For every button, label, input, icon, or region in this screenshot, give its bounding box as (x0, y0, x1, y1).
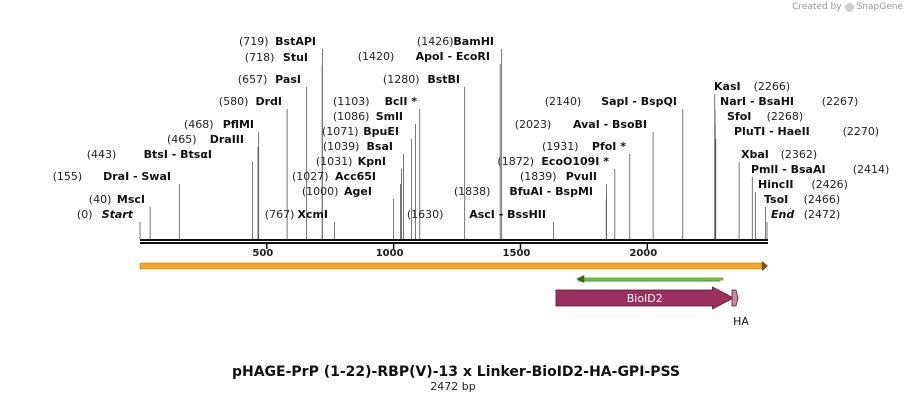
site-position-label: (2023) (515, 118, 552, 131)
site-name-label: PfoI * (592, 140, 626, 153)
site-name-label: Start (102, 208, 134, 221)
site-name-label: KpnI (358, 155, 386, 168)
site-name-label: DraIII (210, 133, 244, 146)
site-name-label: MscI (117, 193, 145, 206)
site-name-label: TsoI (764, 193, 788, 206)
scale-tick-label: 2000 (629, 248, 657, 259)
site-name-label: HincII (758, 178, 794, 191)
ha-feature: HA (731, 289, 749, 328)
site-name-label: SapI - BspQI (601, 95, 677, 108)
site-position-label: (465) (167, 133, 197, 146)
site-position-label: (2268) (767, 110, 804, 123)
site-name-label: Acc65I (335, 170, 376, 183)
site-name-label: PvuII (566, 170, 597, 183)
site-name-label: AscI - BssHII (469, 208, 546, 221)
full-length-feature (139, 261, 768, 271)
site-position-label: (719) (239, 35, 269, 48)
site-position-label: (1630) (407, 208, 444, 221)
site-position-label: (40) (89, 193, 112, 206)
site-position-label: (1872) (497, 155, 534, 168)
site-position-label: (1000) (302, 185, 339, 198)
site-position-label: (2414) (853, 163, 890, 176)
site-name-label: BpuEI (363, 125, 399, 138)
site-name-label: PasI (275, 73, 301, 86)
site-name-label: XcmI (297, 208, 328, 221)
site-name-label: StuI (283, 51, 308, 64)
site-name-label: PmlI - BsaAI (751, 163, 826, 176)
site-position-label: (1103) (333, 95, 370, 108)
site-position-label: (468) (184, 118, 214, 131)
site-position-label: (2472) (804, 208, 841, 221)
scale-tick-label: 1000 (376, 248, 404, 259)
scale-tick-label: 500 (252, 248, 273, 259)
site-position-label: (767) (265, 208, 295, 221)
site-position-label: (2140) (545, 95, 582, 108)
site-position-label: (2270) (843, 125, 880, 138)
snapgene-credit: Created by SnapGene (792, 2, 903, 12)
site-position-label: (1426) (417, 35, 454, 48)
snapgene-logo-icon (844, 2, 854, 12)
site-position-label: (443) (87, 148, 117, 161)
restriction-sites: Start (0) MscI (40) DraI - SwaI (155) BtsI - B… (53, 35, 890, 239)
sequence-length-label: 2472 bp (430, 380, 475, 393)
site-position-label: (718) (245, 51, 275, 64)
site-position-label: (1839) (520, 170, 557, 183)
site-name-label: NarI - BsaHI (720, 95, 794, 108)
primer-feature (576, 275, 724, 283)
ha-label: HA (733, 315, 749, 328)
site-name-label: XbaI (741, 148, 769, 161)
scale-tick-label: 1500 (503, 248, 531, 259)
site-name-label: KasI (714, 80, 741, 93)
credit-text: Created by (792, 2, 842, 12)
site-position-label: (2362) (781, 148, 818, 161)
site-name-label: DrdI (255, 95, 282, 108)
site-name-label: BtsI - BtsαI (144, 148, 212, 161)
site-name-label: BstAPI (275, 35, 316, 48)
site-position-label: (1039) (323, 140, 360, 153)
site-name-label: PflMI (223, 118, 254, 131)
site-position-label: (1931) (542, 140, 579, 153)
site-position-label: (580) (219, 95, 249, 108)
scale-ticks: 500 1000 1500 2000 (252, 244, 657, 259)
site-name-label: AvaI - BsoBI (573, 118, 647, 131)
site-name-label: EcoO109I * (541, 155, 609, 168)
site-position-label: (1280) (383, 73, 420, 86)
site-position-label: (2266) (754, 80, 791, 93)
site-name-label: DraI - SwaI (103, 170, 171, 183)
site-position-label: (1027) (292, 170, 329, 183)
site-position-label: (2466) (804, 193, 841, 206)
site-name-label: SfoI (727, 110, 751, 123)
site-name-label: PluTI - HaeII (734, 125, 810, 138)
site-name-label: BsaI (367, 140, 393, 153)
site-name-label: SmlI (376, 110, 403, 123)
site-position-label: (1071) (322, 125, 359, 138)
site-name-label: End (771, 208, 794, 221)
map-title: pHAGE-PrP (1-22)-RBP(V)-13 x Linker-BioI… (232, 364, 680, 380)
site-position-label: (0) (77, 208, 93, 221)
site-name-label: BamHI (453, 35, 494, 48)
site-position-label: (2267) (822, 95, 859, 108)
site-position-label: (1086) (333, 110, 370, 123)
site-name-label: AgeI (344, 185, 372, 198)
site-position-label: (1031) (316, 155, 353, 168)
site-name-label: ApoI - EcoRI (416, 50, 490, 63)
site-name-label: BclI * (385, 95, 418, 108)
bioid2-label: BioID2 (627, 292, 663, 305)
site-name-label: BstBI (427, 73, 460, 86)
site-position-label: (1420) (358, 50, 395, 63)
site-position-label: (1838) (454, 185, 491, 198)
site-position-label: (657) (238, 73, 268, 86)
site-position-label: (2426) (811, 178, 848, 191)
site-name-label: BfuAI - BspMI (509, 185, 593, 198)
credit-brand: SnapGene (856, 2, 903, 12)
bioid2-feature: BioID2 (555, 286, 735, 310)
site-position-label: (155) (53, 170, 83, 183)
